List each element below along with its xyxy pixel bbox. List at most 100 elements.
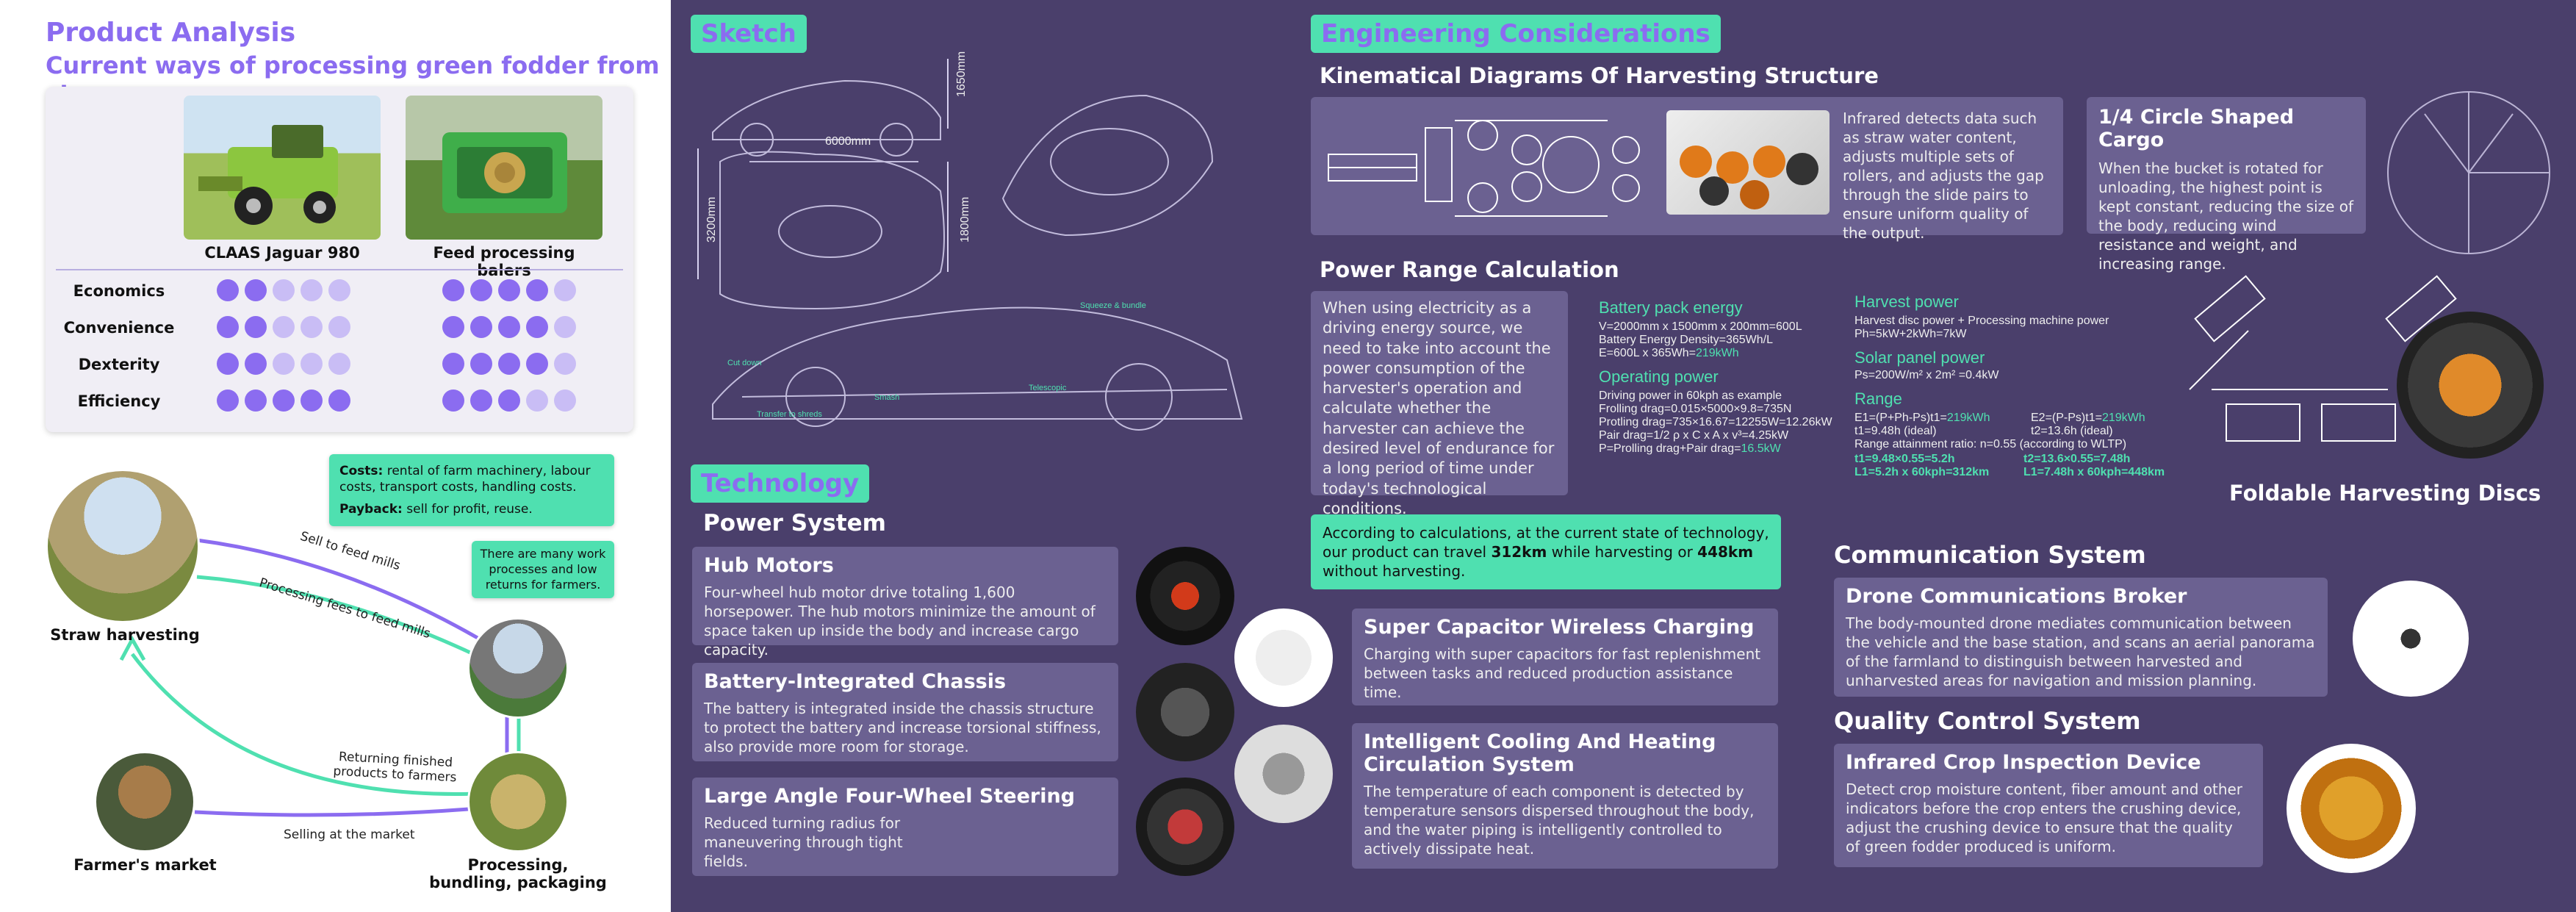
length-dim: 6000mm <box>825 135 871 148</box>
calc-mid: while harvesting or <box>1547 543 1698 561</box>
rating-dot <box>498 353 520 375</box>
steering-card: Large Angle Four-Wheel Steering Reduced … <box>692 778 1118 876</box>
processing-image <box>467 751 569 852</box>
tractor-illustration <box>198 125 338 225</box>
rating-dot <box>554 279 576 301</box>
range-e2-val: 219kWh <box>2101 412 2145 424</box>
farmers-market-image <box>94 751 195 852</box>
rating-dot <box>217 389 239 412</box>
rating-dots-p2 <box>442 389 576 412</box>
costs-note: Costs: rental of farm machinery, labour … <box>329 454 614 526</box>
range-t2: t2=13.6h (ideal) <box>2031 425 2113 437</box>
range-t1: t1=9.48h (ideal) <box>1854 425 1937 437</box>
battery-line-2: Battery Energy Density=365Wh/L <box>1599 334 1774 346</box>
rating-dot <box>498 279 520 301</box>
cargo-card: 1/4 Circle Shaped Cargo When the bucket … <box>2087 97 2366 273</box>
roller-illustration <box>1680 146 1818 209</box>
power-system-title: Power System <box>703 510 886 536</box>
criteria-label: Dexterity <box>78 356 160 373</box>
rating-dot <box>301 279 323 301</box>
height-dim: 1650mm <box>955 51 968 97</box>
power-range-card: When using electricity as a driving ener… <box>1311 291 1568 517</box>
product-name-1: CLAAS Jaguar 980 <box>204 244 360 262</box>
kinematic-diagram <box>1328 120 1640 217</box>
range-e1-val: 219kWh <box>1946 412 1990 424</box>
rating-dot <box>442 353 464 375</box>
smash-label: Smash <box>874 393 900 402</box>
rating-dot <box>526 353 548 375</box>
rating-dot <box>273 279 295 301</box>
telescopic-label: Telescopic <box>1029 384 1067 392</box>
drone-image <box>2353 581 2469 697</box>
battery-title: Battery pack energy <box>1599 298 1743 317</box>
rating-dot <box>526 279 548 301</box>
costs-text: rental of farm machinery, labour costs, … <box>339 464 591 495</box>
squeeze-label: Squeeze & bundle <box>1080 301 1146 310</box>
cut-label: Cut down <box>727 359 762 367</box>
jaguar-photo <box>184 96 381 240</box>
power-range-title: Power Range Calculation <box>1320 257 1619 282</box>
power-range-text: When using electricity as a driving ener… <box>1323 299 1555 517</box>
rating-dot <box>442 389 464 412</box>
rating-dot <box>217 316 239 338</box>
rating-dot <box>470 279 492 301</box>
kinematic-card: Infrared detects data such as straw wate… <box>1311 97 2063 242</box>
rating-dot <box>554 389 576 412</box>
farmers-market-label: Farmer's market <box>73 856 217 874</box>
cooling-card: Intelligent Cooling And Heating Circulat… <box>1352 723 1778 869</box>
battery-e: E=600L x 365Wh= <box>1599 347 1696 359</box>
baler-illustration <box>442 132 567 213</box>
infrared-card: Infrared Crop Inspection Device Detect c… <box>1834 744 2263 867</box>
rating-dot <box>217 353 239 375</box>
sketch-tag: Sketch <box>691 15 807 53</box>
rating-dot <box>328 353 350 375</box>
harvest-disc-image <box>2397 312 2544 459</box>
harvest-title: Harvest power <box>1854 292 1959 311</box>
supercap-title: Super Capacitor Wireless Charging <box>1364 616 1755 639</box>
criteria-label: Economics <box>73 282 165 300</box>
rating-dot <box>245 353 267 375</box>
rating-dots-p1 <box>217 353 350 375</box>
cargo-title: 1/4 Circle Shaped Cargo <box>2098 106 2295 151</box>
rating-dots-p2 <box>442 353 576 375</box>
rating-dot <box>328 389 350 412</box>
hub-motors-body: Four-wheel hub motor drive totaling 1,60… <box>704 584 1095 658</box>
rating-dot <box>470 353 492 375</box>
range-e2: E2=(P-Ps)t1= <box>2031 412 2102 424</box>
rating-dot <box>526 389 548 412</box>
hub-motors-card: Hub Motors Four-wheel hub motor drive to… <box>692 547 1118 658</box>
range-title: Range <box>1854 389 1902 408</box>
range-result-t2: t2=13.6×0.55=7.48h <box>2023 453 2131 465</box>
solar-title: Solar panel power <box>1854 348 1985 367</box>
operating-p: P=Prolling drag+Pair drag= <box>1599 442 1741 455</box>
rating-dot <box>442 316 464 338</box>
battery-block: Battery pack energy V=2000mm x 1500mm x … <box>1599 298 1849 456</box>
costs-label: Costs: <box>339 464 384 478</box>
infrared-title: Infrared Crop Inspection Device <box>1846 751 2201 774</box>
vehicle-sketch <box>697 59 1243 431</box>
calc-post: without harvesting. <box>1323 562 1466 580</box>
operating-p-val: 16.5kW <box>1741 442 1781 455</box>
drone-title: Drone Communications Broker <box>1846 585 2187 608</box>
height2-dim: 1800mm <box>959 196 971 243</box>
calc-pre: According to calculations, at the curren… <box>1323 524 1769 561</box>
rating-dots-p1 <box>217 279 350 301</box>
supercap-card: Super Capacitor Wireless Charging Chargi… <box>1352 608 1778 705</box>
rating-dot <box>273 353 295 375</box>
rating-dots-p1 <box>217 389 350 412</box>
product-analysis-panel: Product Analysis Current ways of process… <box>0 0 671 912</box>
battery-chassis-image <box>1136 663 1234 761</box>
processing-label: Processing, bundling, packaging <box>429 856 607 891</box>
crushing-device-image <box>2287 744 2416 873</box>
rating-dot <box>498 316 520 338</box>
transfer-label: Transfer to shreds <box>757 410 822 419</box>
wireless-charger-image <box>1234 608 1333 707</box>
payback-label: Payback: <box>339 502 403 517</box>
rating-dot <box>526 316 548 338</box>
cooling-title: Intelligent Cooling And Heating Circulat… <box>1364 730 1716 776</box>
returns-note: There are many work processes and low re… <box>472 541 614 598</box>
payback-text: sell for profit, reuse. <box>406 502 533 517</box>
battery-line-1: V=2000mm x 1500mm x 200mm=600L <box>1599 320 1802 333</box>
rating-dot <box>245 279 267 301</box>
rating-dots-p2 <box>442 279 576 301</box>
